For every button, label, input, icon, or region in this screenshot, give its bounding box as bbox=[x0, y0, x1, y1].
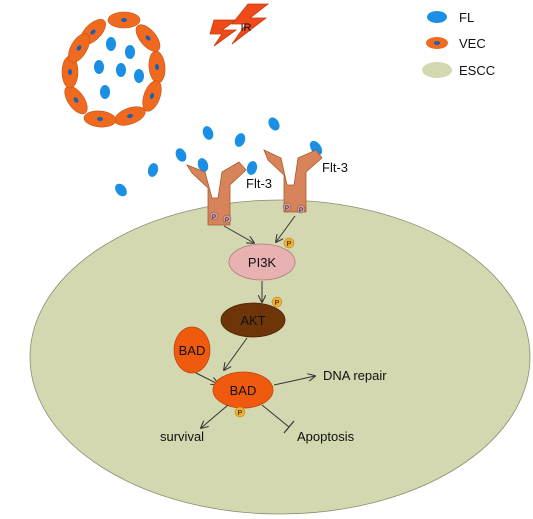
fl-particle bbox=[125, 45, 135, 59]
legend-fl-swatch bbox=[427, 11, 447, 23]
pi3k-label: PI3K bbox=[248, 255, 277, 270]
bad-inactive-label: BAD bbox=[179, 343, 206, 358]
pi3k-node bbox=[228, 243, 296, 281]
arrow-akt-to-bad bbox=[224, 337, 248, 370]
bad-inactive-node bbox=[173, 326, 211, 374]
fl-particle bbox=[94, 60, 104, 74]
vec-cell bbox=[107, 11, 141, 29]
survival-label: survival bbox=[160, 429, 204, 444]
vec-cell bbox=[148, 50, 166, 84]
flt3-left-label: Flt-3 bbox=[246, 176, 272, 191]
lightning-icon bbox=[209, 3, 270, 47]
bad-active-label: BAD bbox=[230, 383, 257, 398]
vec-cell bbox=[68, 33, 90, 63]
fl-particles-free bbox=[115, 117, 323, 197]
apoptosis-label: Apoptosis bbox=[297, 429, 355, 444]
fl-particle bbox=[100, 85, 110, 99]
akt-node bbox=[220, 302, 286, 338]
fl-particle bbox=[175, 148, 187, 162]
vessel-ring bbox=[61, 11, 166, 128]
svg-text:P: P bbox=[212, 215, 216, 221]
phospho-marker: P bbox=[209, 211, 219, 221]
fl-particle bbox=[202, 126, 214, 140]
arrow-bad-to-dna-repair bbox=[273, 376, 315, 386]
legend-escc-label: ESCC bbox=[459, 63, 495, 78]
phospho-marker: P bbox=[296, 204, 306, 214]
inhibit-bad-apoptosis bbox=[261, 404, 295, 434]
svg-text:P: P bbox=[275, 300, 280, 307]
svg-text:P: P bbox=[285, 206, 289, 212]
vec-cell bbox=[142, 80, 162, 112]
legend-vec-nucleus bbox=[434, 41, 440, 45]
legend-escc-swatch bbox=[422, 62, 452, 78]
vec-cell bbox=[114, 106, 146, 126]
legend: FL VEC ESCC bbox=[422, 10, 495, 78]
fl-particle bbox=[197, 158, 209, 172]
fl-particle bbox=[115, 183, 127, 197]
arrow-bad-to-bad bbox=[195, 372, 218, 384]
vec-cell bbox=[64, 85, 88, 115]
dna-repair-label: DNA repair bbox=[323, 368, 387, 383]
arrow-flt3-right-to-pi3k bbox=[276, 215, 296, 242]
phospho-marker: P bbox=[271, 296, 283, 308]
phospho-marker: P bbox=[222, 214, 232, 224]
akt-label: AKT bbox=[240, 313, 265, 328]
svg-text:P: P bbox=[225, 218, 229, 224]
phospho-marker: P bbox=[283, 237, 295, 249]
arrow-flt3-left-to-pi3k bbox=[223, 225, 254, 243]
fl-particle bbox=[116, 63, 126, 77]
flt3-receptor-left bbox=[186, 161, 247, 226]
flt3-right-label: Flt-3 bbox=[322, 160, 348, 175]
fl-particle bbox=[246, 161, 258, 175]
svg-text:P: P bbox=[287, 241, 292, 248]
fl-particle bbox=[106, 37, 116, 51]
vec-cell bbox=[135, 24, 161, 52]
legend-fl-label: FL bbox=[459, 10, 474, 25]
fl-particle bbox=[268, 117, 280, 131]
svg-text:P: P bbox=[238, 410, 243, 417]
fl-particle bbox=[234, 133, 246, 147]
fl-in-vessel bbox=[94, 37, 144, 99]
vec-cell bbox=[83, 110, 117, 128]
flt3-receptor-right bbox=[263, 149, 323, 213]
fl-particle bbox=[134, 69, 144, 83]
phospho-marker: P bbox=[282, 202, 292, 212]
receptor-phospho-marks: P P P P bbox=[209, 202, 306, 224]
radiation-label: IR bbox=[241, 22, 252, 34]
fl-particle bbox=[147, 163, 159, 177]
arrow-bad-to-survival bbox=[201, 404, 229, 428]
escc-cell bbox=[29, 199, 531, 515]
phospho-marker: P bbox=[234, 406, 246, 418]
legend-vec-label: VEC bbox=[459, 36, 486, 51]
svg-text:P: P bbox=[299, 208, 303, 214]
